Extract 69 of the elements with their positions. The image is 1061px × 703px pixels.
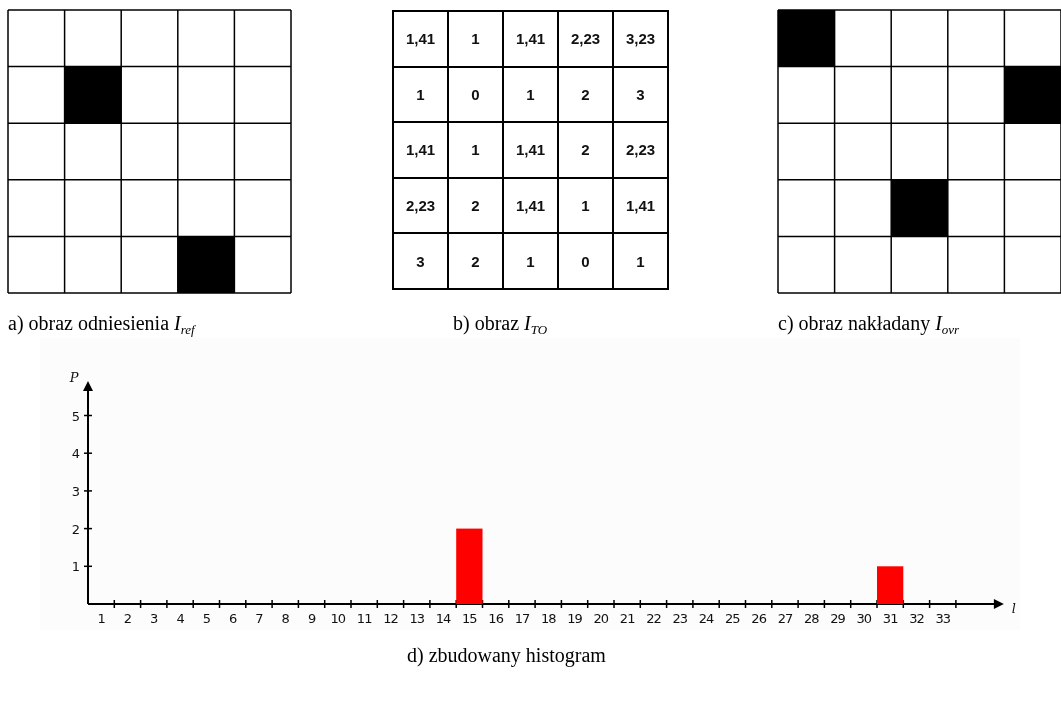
distance-value: 2,23 <box>559 12 612 66</box>
distance-value: 2,23 <box>394 178 447 233</box>
x-tick-label: 7 <box>255 610 263 626</box>
y-tick-label: 5 <box>70 408 82 423</box>
distance-value: 1 <box>449 123 502 177</box>
y-axis-label: P <box>68 369 80 385</box>
distance-value: 1 <box>614 234 667 288</box>
distance-value: 1,41 <box>504 12 557 66</box>
distance-value: 0 <box>559 234 612 288</box>
distance-value: 3,23 <box>614 12 667 66</box>
x-tick-label: 20 <box>593 610 609 626</box>
distance-value: 1 <box>449 12 502 66</box>
distance-value: 3 <box>614 67 667 122</box>
x-tick-label: 17 <box>514 610 530 626</box>
y-tick-label: 3 <box>70 483 82 499</box>
distance-value: 2 <box>559 67 612 122</box>
x-tick-label: 25 <box>725 610 740 626</box>
distance-value: 1 <box>504 67 557 122</box>
x-tick-label: 15 <box>462 610 477 626</box>
x-tick-label: 33 <box>935 610 950 626</box>
x-tick-label: 11 <box>356 610 372 626</box>
x-tick-label: 6 <box>229 610 237 626</box>
distance-value: 1 <box>394 67 447 122</box>
figure-caption: c) obraz nakładany I$_{ovr}$ <box>778 312 960 338</box>
x-tick-label: 32 <box>909 610 924 626</box>
x-tick-label: 21 <box>619 610 635 626</box>
x-tick-label: 19 <box>567 610 582 626</box>
distance-value: 1 <box>504 234 557 288</box>
distance-value: 1,41 <box>614 178 667 233</box>
x-tick-label: 31 <box>882 610 898 626</box>
y-tick-label: 1 <box>70 558 82 574</box>
figure-caption: b) obraz I$_{TO}$ <box>453 312 548 338</box>
x-tick-label: 29 <box>830 610 845 626</box>
y-tick-label: 2 <box>70 521 82 537</box>
distance-value: 2,23 <box>614 123 667 177</box>
y-tick-label: 4 <box>70 445 82 461</box>
distance-value: 1,41 <box>504 123 557 177</box>
x-tick-label: 30 <box>856 610 872 626</box>
x-tick-label: 27 <box>777 610 793 626</box>
distance-value: 2 <box>559 123 612 177</box>
x-tick-label: 3 <box>150 610 158 626</box>
distance-value: 1,41 <box>394 123 447 177</box>
x-tick-label: 18 <box>541 610 556 626</box>
x-tick-label: 4 <box>176 610 184 626</box>
x-tick-label: 23 <box>672 610 687 626</box>
distance-value: 1,41 <box>394 12 447 66</box>
figure-caption: a) obraz odniesienia I$_{ref}$ <box>8 312 195 338</box>
x-tick-label: 13 <box>409 610 424 626</box>
x-tick-label: 9 <box>307 610 316 626</box>
distance-value: 2 <box>449 234 502 288</box>
figure-caption: d) zbudowany histogram <box>407 644 606 667</box>
x-tick-label: 28 <box>804 610 819 626</box>
x-tick-label: 1 <box>97 610 105 626</box>
distance-value: 0 <box>449 67 502 122</box>
x-tick-label: 10 <box>330 610 346 626</box>
distance-value: 2 <box>449 178 502 233</box>
x-tick-label: 24 <box>698 610 714 626</box>
x-tick-label: 14 <box>435 610 451 626</box>
distance-value: 3 <box>394 234 447 288</box>
x-tick-label: 8 <box>281 610 289 626</box>
distance-value: 1 <box>559 178 612 233</box>
x-tick-label: 2 <box>123 610 132 626</box>
x-tick-label: 12 <box>383 610 398 626</box>
x-axis-label: l <box>1010 600 1017 616</box>
x-tick-label: 22 <box>646 610 661 626</box>
x-tick-label: 16 <box>488 610 503 626</box>
x-tick-label: 26 <box>751 610 766 626</box>
x-tick-label: 5 <box>202 610 210 626</box>
distance-value: 1,41 <box>504 178 557 233</box>
